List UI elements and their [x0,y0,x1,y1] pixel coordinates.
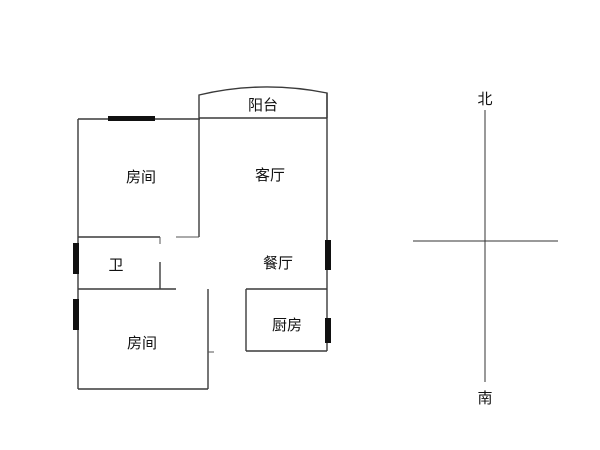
walls [77,86,328,390]
dining-room-label: 餐厅 [263,254,293,272]
bathroom-label: 卫 [108,256,123,274]
kitchen-label: 厨房 [272,316,302,334]
living-room-label: 客厅 [255,166,285,184]
window-bathroom [73,243,79,274]
compass: 北 南 [413,90,558,407]
window-kitchen [325,318,331,343]
window-south-bedroom [73,299,79,330]
compass-south-label: 南 [477,389,492,407]
window-dining [325,240,331,270]
balcony-arc [198,86,328,118]
bedroom-north-label: 房间 [126,168,156,186]
balcony-label: 阳台 [248,96,278,114]
compass-north-label: 北 [477,90,492,108]
window-north-bedroom [108,116,155,121]
windows [73,116,331,343]
bedroom-south-label: 房间 [127,334,157,352]
room-labels: 阳台 房间 客厅 卫 餐厅 厨房 房间 [108,96,302,352]
